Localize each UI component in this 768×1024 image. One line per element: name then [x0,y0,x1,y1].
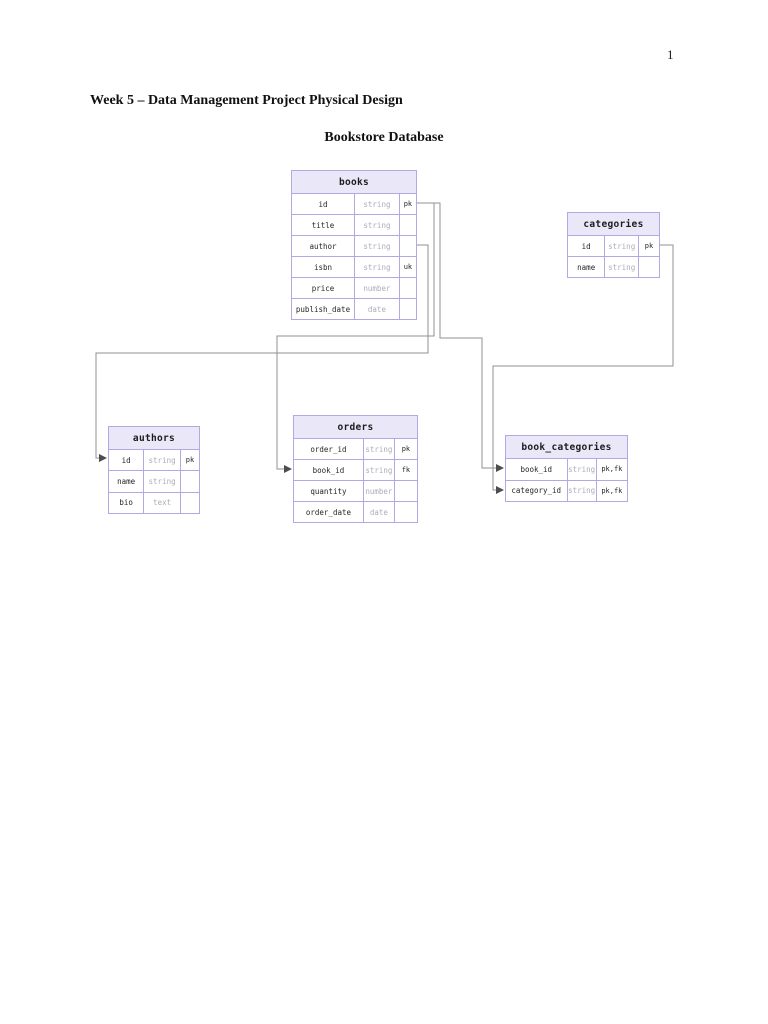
field-row: book_id string fk [294,459,417,480]
field-name: book_id [520,464,553,474]
entity-body: book_id string pk,fk category_id string … [506,459,627,501]
field-type: text [143,492,181,513]
page-number: 1 [667,47,674,62]
entity-table-categories: categories id string pk name string [567,212,660,278]
field-name: quantity [310,486,347,496]
field-row: title string [292,214,416,235]
entity-table-book-categories: book_categories book_id string pk,fk cat… [505,435,628,502]
field-row: publish_date date [292,298,416,319]
field-key: pk [185,456,195,465]
field-type: string [566,459,597,480]
entity-body: id string pk name string [568,236,659,277]
field-key [639,257,659,277]
field-name: order_id [310,444,347,454]
field-type: string [566,480,597,501]
field-name: author [309,241,337,251]
field-row: bio text [109,491,199,513]
field-name: category_id [511,486,562,496]
field-type: string [604,236,639,256]
field-name: price [311,283,335,293]
field-type: date [354,299,400,319]
field-name: id [121,455,131,465]
field-row: order_date date [294,501,417,522]
entity-body: id string pk name string bio text [109,450,199,513]
field-key [181,471,199,491]
entity-body: order_id string pk book_id string fk qua… [294,439,417,522]
field-row: book_id string pk,fk [506,459,627,480]
field-type: string [362,460,395,480]
field-key [400,299,416,319]
field-type: string [362,439,395,459]
field-row: id string pk [109,450,199,471]
field-type: string [143,450,181,471]
field-key: pk [401,445,411,453]
field-type: string [143,471,181,492]
field-type: string [354,257,400,277]
rel-arrow-books-authors [99,454,107,462]
field-name: order_date [305,507,352,517]
field-key [400,236,416,256]
field-row: id string pk [292,194,416,214]
field-key [395,481,417,501]
field-name: isbn [313,262,333,272]
entity-body: id string pk title string author string … [292,194,416,319]
field-key [395,502,417,522]
field-name: name [117,476,136,486]
field-type: string [354,236,400,256]
field-type: string [354,215,400,235]
field-type: number [362,481,395,501]
field-row: name string [568,256,659,277]
entity-table-authors: authors id string pk name string bio tex… [108,426,200,514]
field-name: publish_date [295,304,351,314]
field-row: name string [109,470,199,492]
field-type: string [354,194,400,214]
field-key [181,493,199,513]
entity-title-orders: orders [294,416,417,439]
rel-line-books-bookcategories [417,202,496,469]
field-name: book_id [312,465,345,475]
rel-arrow-books-bookcategories [496,464,504,472]
entity-title-authors: authors [109,427,199,450]
entity-title-categories: categories [568,213,659,236]
field-key: pk,fk [601,486,623,495]
field-name: name [577,262,596,272]
field-row: isbn string uk [292,256,416,277]
field-key [400,278,416,298]
field-key: uk [403,263,413,271]
field-name: id [318,199,328,209]
field-row: order_id string pk [294,439,417,459]
field-name: bio [119,498,133,508]
field-row: category_id string pk,fk [506,479,627,501]
field-type: date [362,502,395,522]
field-row: author string [292,235,416,256]
field-key: pk [644,242,654,250]
entity-title-books: books [292,171,416,194]
entity-table-orders: orders order_id string pk book_id string… [293,415,418,523]
field-row: price number [292,277,416,298]
field-key: fk [401,466,411,474]
rel-arrow-categories-bookcategories [496,486,504,494]
field-key [400,215,416,235]
field-name: title [311,220,335,230]
field-name: id [581,241,591,251]
field-key: pk [403,200,413,208]
field-row: id string pk [568,236,659,256]
field-type: number [354,278,400,298]
entity-table-books: books id string pk title string author s… [291,170,417,320]
document-heading: Week 5 – Data Management Project Physica… [90,93,403,108]
field-type: string [604,257,639,277]
field-key: pk,fk [601,465,623,474]
rel-arrow-books-orders [284,465,292,473]
entity-title-book-categories: book_categories [506,436,627,459]
field-row: quantity number [294,480,417,501]
diagram-title: Bookstore Database [324,130,444,145]
